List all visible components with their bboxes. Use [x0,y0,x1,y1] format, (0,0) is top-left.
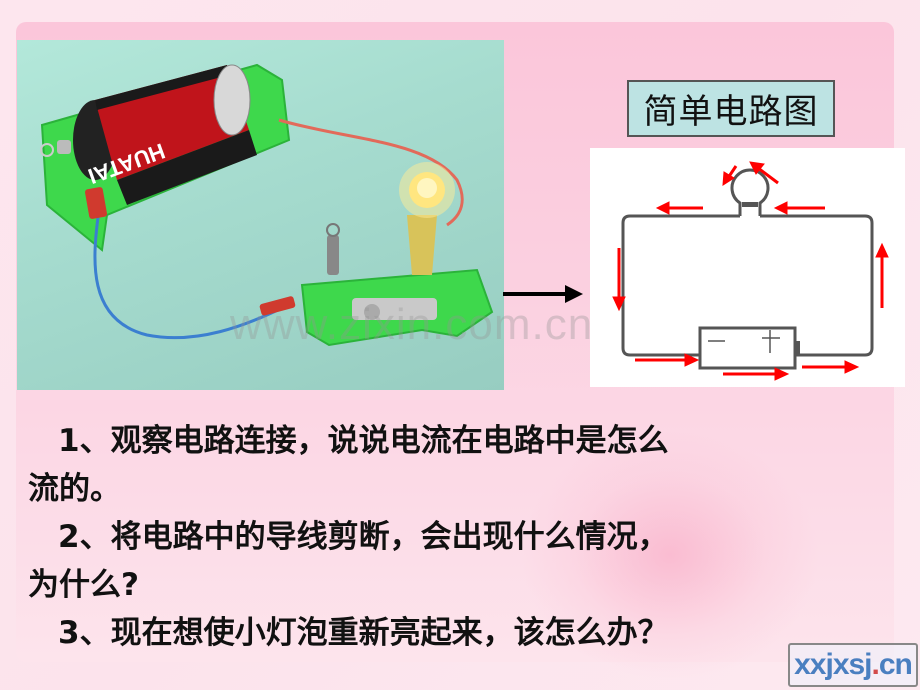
question-3-line-1: 3、现在想使小灯泡重新亮起来，该怎么办？ [58,615,669,651]
arrow-right-icon [503,285,583,303]
question-1-line-1: 1、观察电路连接，说说电流在电路中是怎么 [58,423,669,459]
bulb-symbol-icon [730,168,770,216]
current-direction-arrows [612,161,889,381]
question-2-line-2: 为什么? [28,567,139,603]
logo-dot: . [871,648,880,681]
diagram-title: 简单电路图 [627,80,835,137]
lit-bulb-icon [399,162,455,218]
logo-main-text: xxjxsj [794,648,872,681]
question-list: 1、观察电路连接，说说电流在电路中是怎么 流的。 2、将电路中的导线剪断，会出现… [28,417,888,657]
question-2-line-1: 2、将电路中的导线剪断，会出现什么情况， [58,519,669,555]
circuit-schematic [612,161,889,381]
logo-tld: cn [878,648,913,681]
battery-icon: HUATAI [73,64,257,205]
question-1-line-2: 流的。 [28,471,121,507]
circuit-photo: HUATAI [17,40,504,390]
site-logo: xxjxsj.cn [788,643,918,687]
battery-symbol-icon [698,326,800,370]
flower-decoration [520,430,820,680]
circuit-diagram [590,148,905,387]
circuit-photo-illustration: HUATAI [40,63,494,347]
